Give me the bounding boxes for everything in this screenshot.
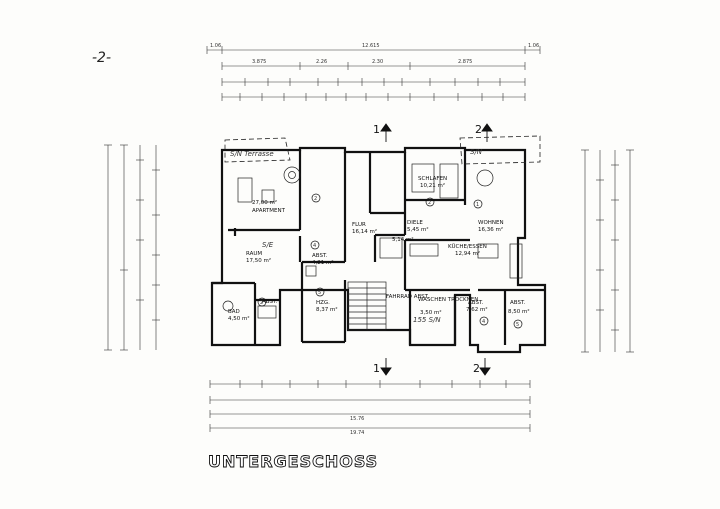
- room-num-wohnen: 1: [476, 202, 479, 208]
- section-2-bottom: 2: [473, 362, 480, 375]
- room-left-area: 17,50 m²: [246, 257, 271, 264]
- room-num-abst4: 5: [516, 322, 519, 328]
- room-apartment-name: APARTMENT: [252, 208, 286, 214]
- room-abst1-name: ABST.: [262, 299, 278, 305]
- room-wohnen-name: WOHNEN: [478, 220, 504, 226]
- page-number: -2-: [92, 50, 111, 66]
- section-markers: [380, 123, 493, 376]
- room-waschen-area: 3,50 m²: [420, 309, 442, 316]
- note-bottom: 155 S/N: [413, 316, 441, 324]
- room-num-abst2: 4: [313, 243, 316, 249]
- room-num-apartment: 2: [314, 196, 317, 202]
- room-schlafen-area: 10,21 m²: [420, 182, 445, 189]
- bottom-dimension-chains: [209, 380, 531, 432]
- dim-top-total: 12.615: [362, 43, 380, 49]
- dim-top-row2-c: 2.30: [372, 59, 383, 65]
- room-num-schlafen: 2: [428, 200, 431, 206]
- room-schlafen-name: SCHLAFEN: [418, 176, 447, 182]
- dim-top-row2-a: 3.875: [252, 59, 266, 65]
- room-fahrrad-name: FAHRRAD ABST.: [386, 294, 429, 300]
- dim-bottom-total: 19.74: [350, 430, 364, 436]
- room-bad-area: 4,50 m²: [228, 315, 250, 322]
- room-num-hzg: 5: [318, 290, 321, 296]
- room-abst4-name: ABST.: [510, 300, 526, 306]
- left-dimension-chains: [104, 144, 160, 351]
- note-terrace-left: S/N Terrasse: [230, 150, 274, 158]
- stair: [347, 281, 387, 331]
- right-dimension-chains: [581, 149, 634, 353]
- room-flur-area: 16,14 m²: [352, 228, 377, 235]
- room-left-name: RAUM: [246, 251, 262, 257]
- room-abst4-area: 8,50 m²: [508, 308, 530, 315]
- room-apartment-area: 27,00 m²: [252, 199, 277, 206]
- note-mid: S/E: [262, 241, 274, 249]
- room-hzg-name: HZG.: [316, 300, 330, 306]
- section-1-bottom: 1: [373, 362, 380, 375]
- room-wohnen-area: 16,36 m²: [478, 226, 503, 233]
- terrace-outlines: [224, 135, 541, 165]
- room-num-abst1: 2: [260, 300, 263, 306]
- room-num-abst3: 4: [482, 319, 485, 325]
- room-abst2-area: 4,21 m²: [312, 259, 334, 266]
- section-2-top: 2: [475, 123, 482, 136]
- building-walls: [210, 146, 547, 354]
- room-diele-name: DIELE: [407, 220, 423, 226]
- room-abst2-name: ABST.: [312, 253, 328, 259]
- dim-top-left: 1.06: [210, 43, 221, 49]
- room-kuche-area: 12,94 m²: [455, 250, 480, 257]
- room-bad2-area: 5,14 m²: [392, 236, 414, 243]
- room-diele-area: 5,45 m²: [407, 226, 429, 233]
- room-hzg-area: 8,37 m²: [316, 306, 338, 313]
- top-dimension-chains: [206, 46, 541, 101]
- room-bad-name: BAD: [228, 309, 240, 315]
- note-terrace-right: S/N: [470, 148, 483, 156]
- dim-top-row2-b: 2.26: [316, 59, 327, 65]
- dim-top-right: 1.06: [528, 43, 539, 49]
- dim-top-row2-d: 2.875: [458, 59, 472, 65]
- floor-title: UNTERGESCHOSS: [208, 452, 378, 471]
- dim-bottom-mid: 15.76: [350, 416, 364, 422]
- furniture: [222, 163, 523, 319]
- room-abst3-area: 7,62 m²: [466, 306, 488, 313]
- room-flur-name: FLUR: [352, 222, 366, 228]
- room-number-circles: [257, 193, 523, 329]
- room-kuche-name: KÜCHE/ESSEN: [448, 243, 487, 250]
- room-abst3-name: ABST.: [468, 300, 484, 306]
- section-1-top: 1: [373, 123, 380, 136]
- room-waschen-name: WASCHEN TROCKNEN: [418, 297, 478, 303]
